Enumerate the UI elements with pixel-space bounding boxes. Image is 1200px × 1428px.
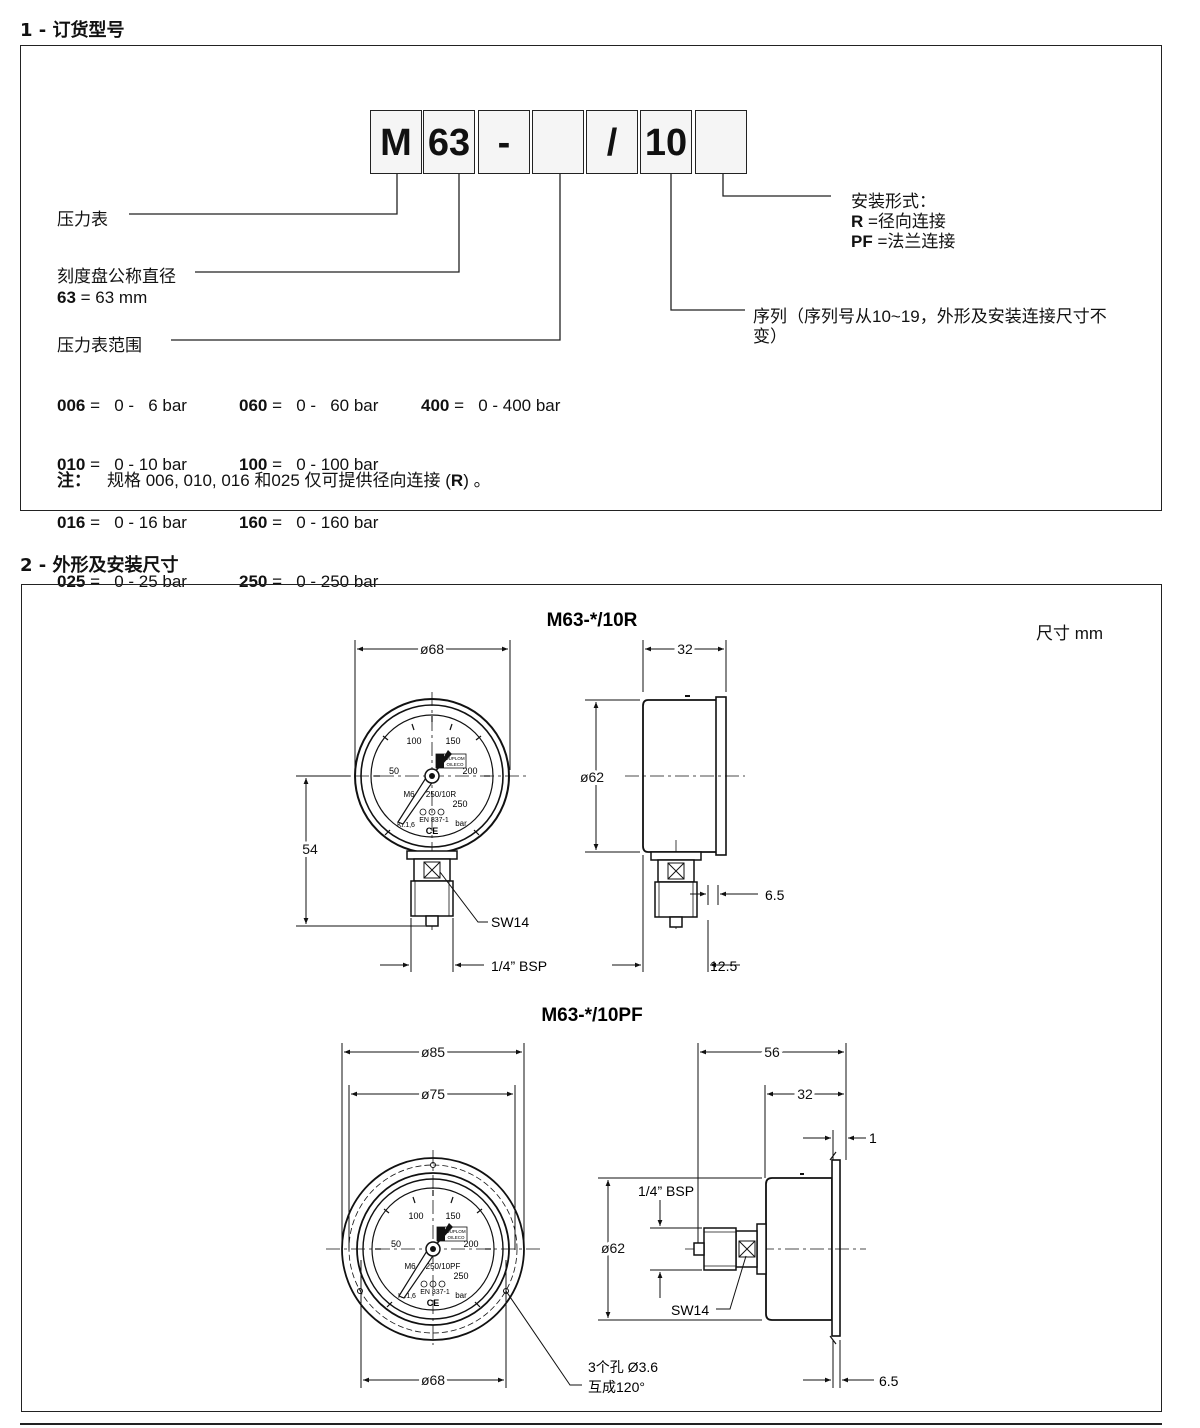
dim-d68-pf: ø68 <box>421 1372 445 1388</box>
dial-model: M6 <box>403 790 415 799</box>
code-cell-7 <box>695 110 747 174</box>
code-cell-4 <box>532 110 584 174</box>
dial-label: 100 <box>406 736 421 746</box>
dial-value: = 63 mm <box>75 288 148 307</box>
section-2-title: 2 - 外形及安装尺寸 <box>20 555 179 576</box>
range-row: 250 = 0 - 250 bar <box>239 571 379 591</box>
holes-label-2: 互成120° <box>588 1379 645 1395</box>
dim-56: 56 <box>764 1044 780 1060</box>
bsp-label-pf: 1/4” BSP <box>638 1183 694 1199</box>
code-cell-3: - <box>478 110 530 174</box>
sw14-label-pf: SW14 <box>671 1302 709 1318</box>
dim-6-5-pf: 6.5 <box>879 1373 899 1389</box>
section-1-title: 1 - 订货型号 <box>20 20 125 41</box>
bsp-label: 1/4” BSP <box>491 958 547 974</box>
dial-label: 250 <box>452 799 467 809</box>
range-row: 160 = 0 - 160 bar <box>239 513 379 532</box>
label-gauge: 压力表 <box>57 210 108 229</box>
mount-pf: PF =法兰连接 <box>851 232 956 251</box>
dimension-panel: 尺寸 mm <box>21 584 1162 1412</box>
dial-key: 63 <box>57 288 76 307</box>
brand-text: DUPLOM <box>445 756 465 761</box>
dim-12-5: 12.5 <box>710 958 737 974</box>
range-row: 006 = 0 - 6 bar <box>57 396 187 415</box>
range-row: 100 = 0 - 100 bar <box>239 454 379 474</box>
fig1-front-view <box>296 640 530 972</box>
dial-label: 200 <box>463 1239 478 1249</box>
note-label: 注： <box>57 471 91 490</box>
dim-d68: ø68 <box>420 641 444 657</box>
leader-lines <box>129 174 831 341</box>
code-cell-6: 10 <box>640 110 692 174</box>
dim-54: 54 <box>302 841 318 857</box>
ce-mark: CE <box>427 1298 440 1308</box>
range-row: 010 = 0 - 10 bar <box>57 454 187 474</box>
code-cell-1: M <box>370 110 422 174</box>
dial-standard: EN 837-1 <box>419 817 449 824</box>
dim-d85: ø85 <box>421 1044 445 1060</box>
dim-d62: ø62 <box>580 769 604 785</box>
dim-32-pf: 32 <box>797 1086 813 1102</box>
fig2-dial: 100 150 50 200 250 M6 250/10PF Kl.1,6 EN… <box>375 1190 491 1308</box>
sw14-label: SW14 <box>491 914 529 930</box>
dial-label: 150 <box>445 1211 460 1221</box>
dim-32: 32 <box>677 641 693 657</box>
series-text-1: 序列（序列号从10~19，外形及安装连接尺寸不 <box>753 307 1107 326</box>
dial-label: 100 <box>408 1211 423 1221</box>
range-row: 025 = 0 - 25 bar <box>57 571 187 591</box>
brand-text: OILECO <box>446 762 464 767</box>
dim-1: 1 <box>869 1130 877 1146</box>
dial-label: 50 <box>391 1239 401 1249</box>
range-row: 400 = 0 - 400 bar <box>421 396 561 415</box>
code-cell-2: 63 <box>423 110 475 174</box>
dial-label: 50 <box>389 766 399 776</box>
brand-text: DUPLOM <box>446 1229 466 1234</box>
note: 注：规格 006, 010, 016 和025 仅可提供径向连接 (R) 。 <box>57 471 491 490</box>
dim-d62-pf: ø62 <box>601 1240 625 1256</box>
label-dial-diameter: 刻度盘公称直径 <box>57 267 176 286</box>
fig1-side-view <box>585 640 758 972</box>
fig2-side-view <box>598 1043 874 1388</box>
fig2-front-view <box>326 1043 582 1388</box>
dial-unit: bar <box>455 1291 467 1300</box>
dial-label: 150 <box>445 736 460 746</box>
dial-class: Kl.1,6 <box>397 822 415 829</box>
label-range: 压力表范围 <box>57 336 142 355</box>
dial-model2: 250/10R <box>426 790 456 799</box>
series-text-2: 变） <box>753 327 787 346</box>
range-column-1: 006 = 0 - 6 bar 010 = 0 - 10 bar 016 = 0… <box>57 357 187 630</box>
fig1-title: M63-*/10R <box>547 610 638 631</box>
dial-model: M6 <box>404 1262 416 1271</box>
mount-title: 安装形式： <box>851 192 936 211</box>
range-row: 016 = 0 - 16 bar <box>57 513 187 532</box>
fig2-title: M63-*/10PF <box>541 1005 642 1026</box>
dim-d75: ø75 <box>421 1086 445 1102</box>
range-column-2: 060 = 0 - 60 bar 100 = 0 - 100 bar 160 =… <box>239 357 378 630</box>
dial-standard: EN 837-1 <box>420 1289 450 1296</box>
dial-label: 250 <box>453 1271 468 1281</box>
ce-mark: CE <box>426 826 439 836</box>
dial-class: Kl.1,6 <box>398 1293 416 1300</box>
mount-r: R =径向连接 <box>851 212 946 231</box>
range-column-3: 400 = 0 - 400 bar <box>421 357 560 455</box>
dial-label: 200 <box>462 766 477 776</box>
holes-label-1: 3个孔 Ø3.6 <box>588 1359 658 1375</box>
range-row: 060 = 0 - 60 bar <box>239 396 379 415</box>
ordering-code-panel: M 63 - / 10 压力表 刻度盘公称直径 63 = 63 mm 压力表范围… <box>20 45 1162 591</box>
unit-note: 尺寸 mm <box>1036 624 1104 643</box>
dial-model2: 250/10PF <box>426 1262 461 1271</box>
fig1-dial: 100 150 50 200 250 M6 250/10R Kl.1,6 EN … <box>374 716 490 836</box>
dial-spec: 63 = 63 mm <box>57 288 147 308</box>
code-cell-5: / <box>586 110 638 174</box>
brand-text: OILECO <box>447 1235 465 1240</box>
dial-unit: bar <box>455 819 467 828</box>
dim-6-5: 6.5 <box>765 887 785 903</box>
